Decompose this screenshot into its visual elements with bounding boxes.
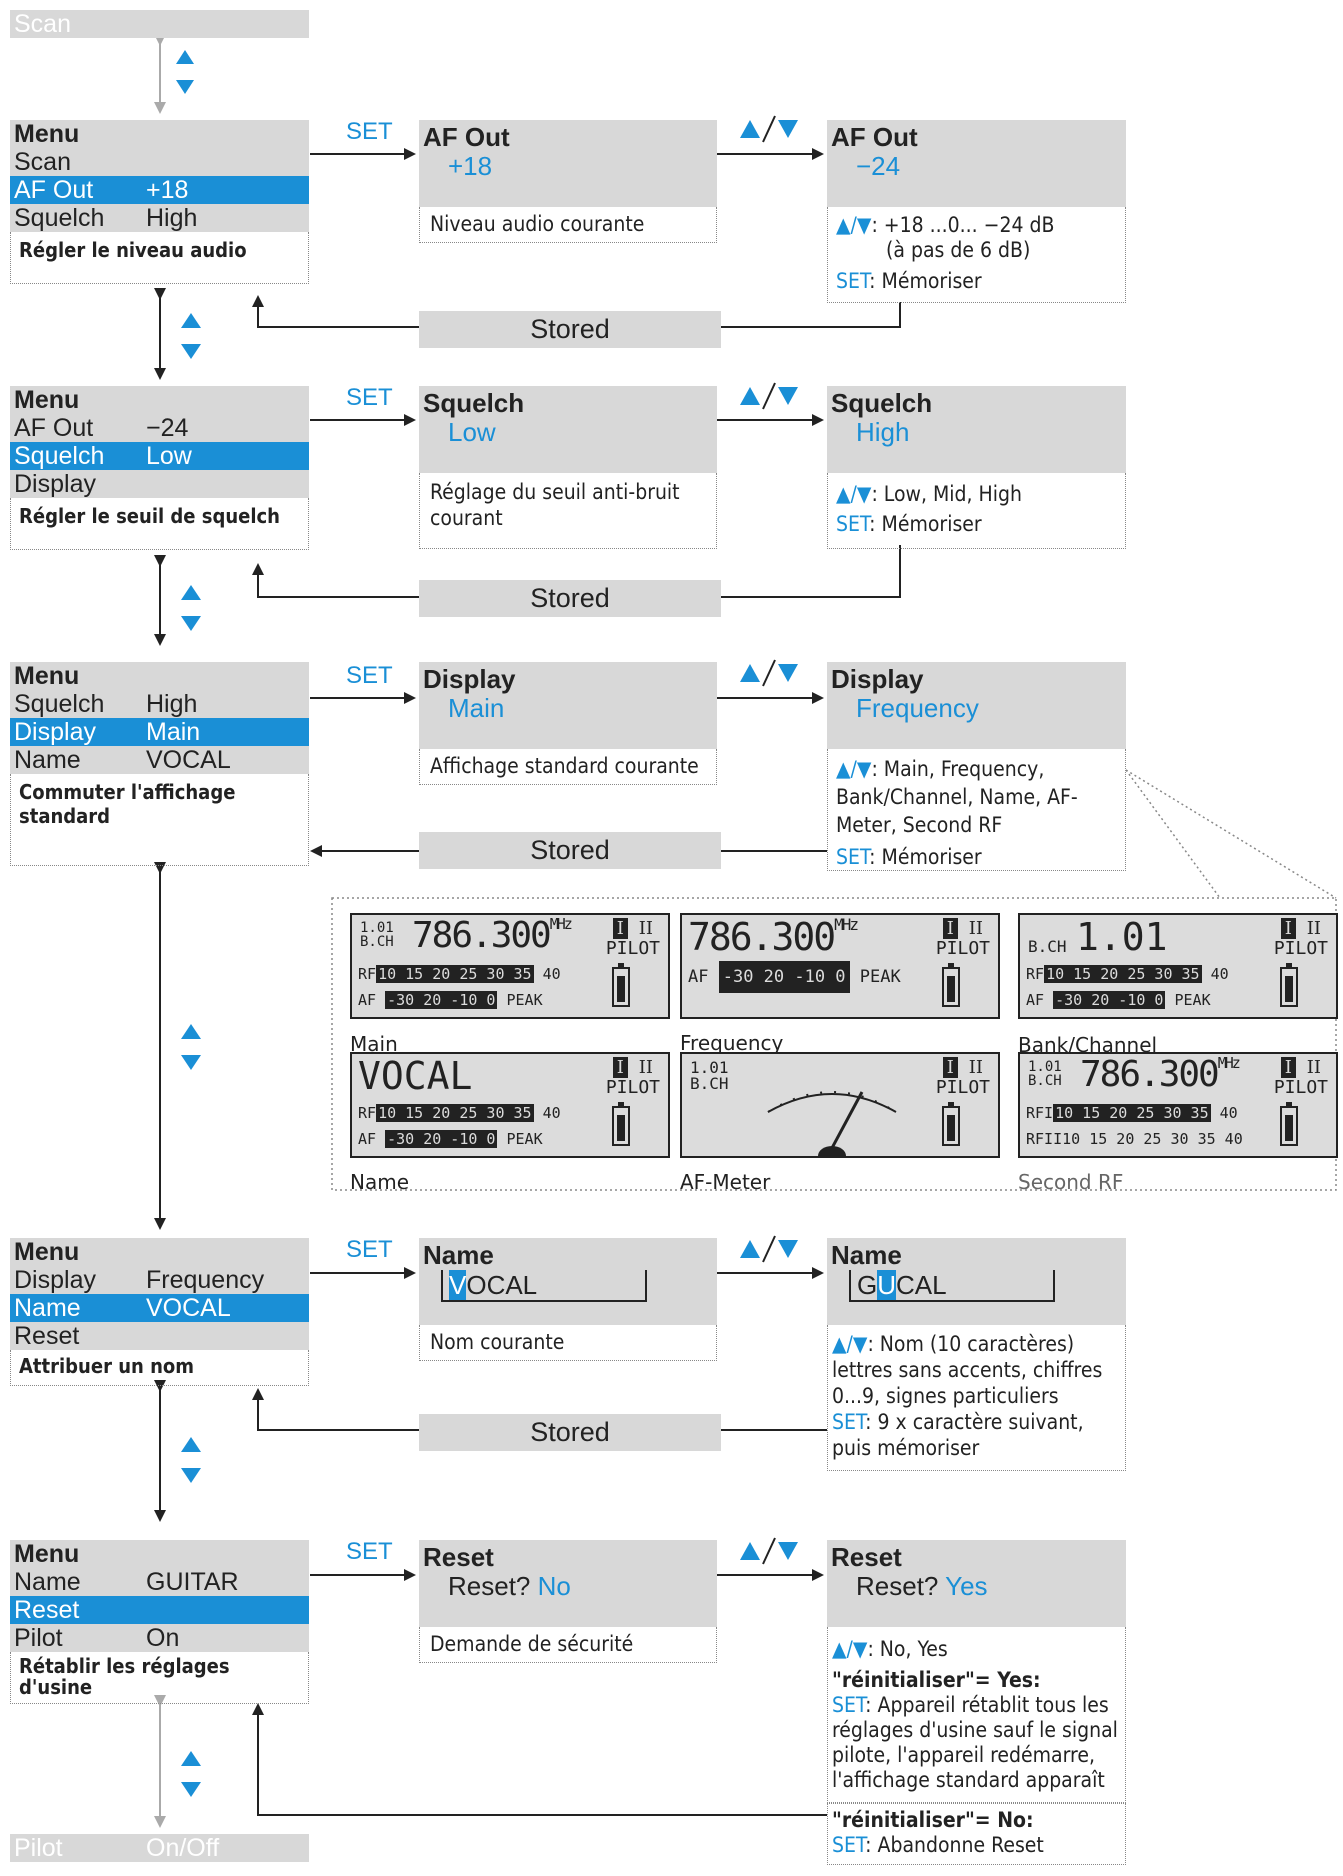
menu-item-reset[interactable]: Reset: [10, 1596, 309, 1624]
stored-label: Stored: [419, 311, 721, 348]
af-out-new: AF Out−24 ▲/▼: +18 ...0... −24 dB (à pas…: [827, 120, 1126, 303]
af-out-current: AF Out+18 Niveau audio courante: [419, 120, 717, 243]
set-label: SET: [346, 1538, 393, 1565]
menu-item-reset[interactable]: Reset: [10, 1322, 309, 1350]
stored-label: Stored: [419, 580, 721, 617]
name-new: Name GUCAL ▲/▼: Nom (10 caractères) lett…: [827, 1238, 1126, 1471]
set-label: SET: [346, 384, 393, 411]
menu-note: Régler le niveau audio: [10, 232, 309, 284]
stored-label: Stored: [419, 1414, 721, 1451]
lcd-label: Second RF: [1018, 1170, 1124, 1194]
set-label: SET: [346, 1236, 393, 1263]
name-current: Name VOCAL Nom courante: [419, 1238, 717, 1361]
lcd-label: Name: [350, 1170, 410, 1194]
cursor-char: V: [449, 1270, 467, 1300]
menu-item-display[interactable]: Display: [10, 470, 309, 498]
menu-item-scan[interactable]: Scan: [10, 148, 309, 176]
menu-title: Menu: [10, 120, 309, 148]
menu-item-af-out[interactable]: AF Out−24: [10, 414, 309, 442]
stored-label: Stored: [419, 832, 721, 869]
name-field: VOCAL: [441, 1270, 647, 1302]
cursor-char: U: [877, 1270, 897, 1300]
set-label: SET: [346, 118, 393, 145]
scan-label: Scan: [14, 10, 71, 38]
menu-item-af-out[interactable]: AF Out+18: [10, 176, 309, 204]
set-label: SET: [346, 662, 393, 689]
name-field: GUCAL: [849, 1270, 1055, 1302]
lcd-label: Frequency: [680, 1031, 784, 1055]
scan-menu-bar[interactable]: Scan: [10, 10, 309, 38]
lcd-label: AF-Meter: [680, 1170, 771, 1194]
